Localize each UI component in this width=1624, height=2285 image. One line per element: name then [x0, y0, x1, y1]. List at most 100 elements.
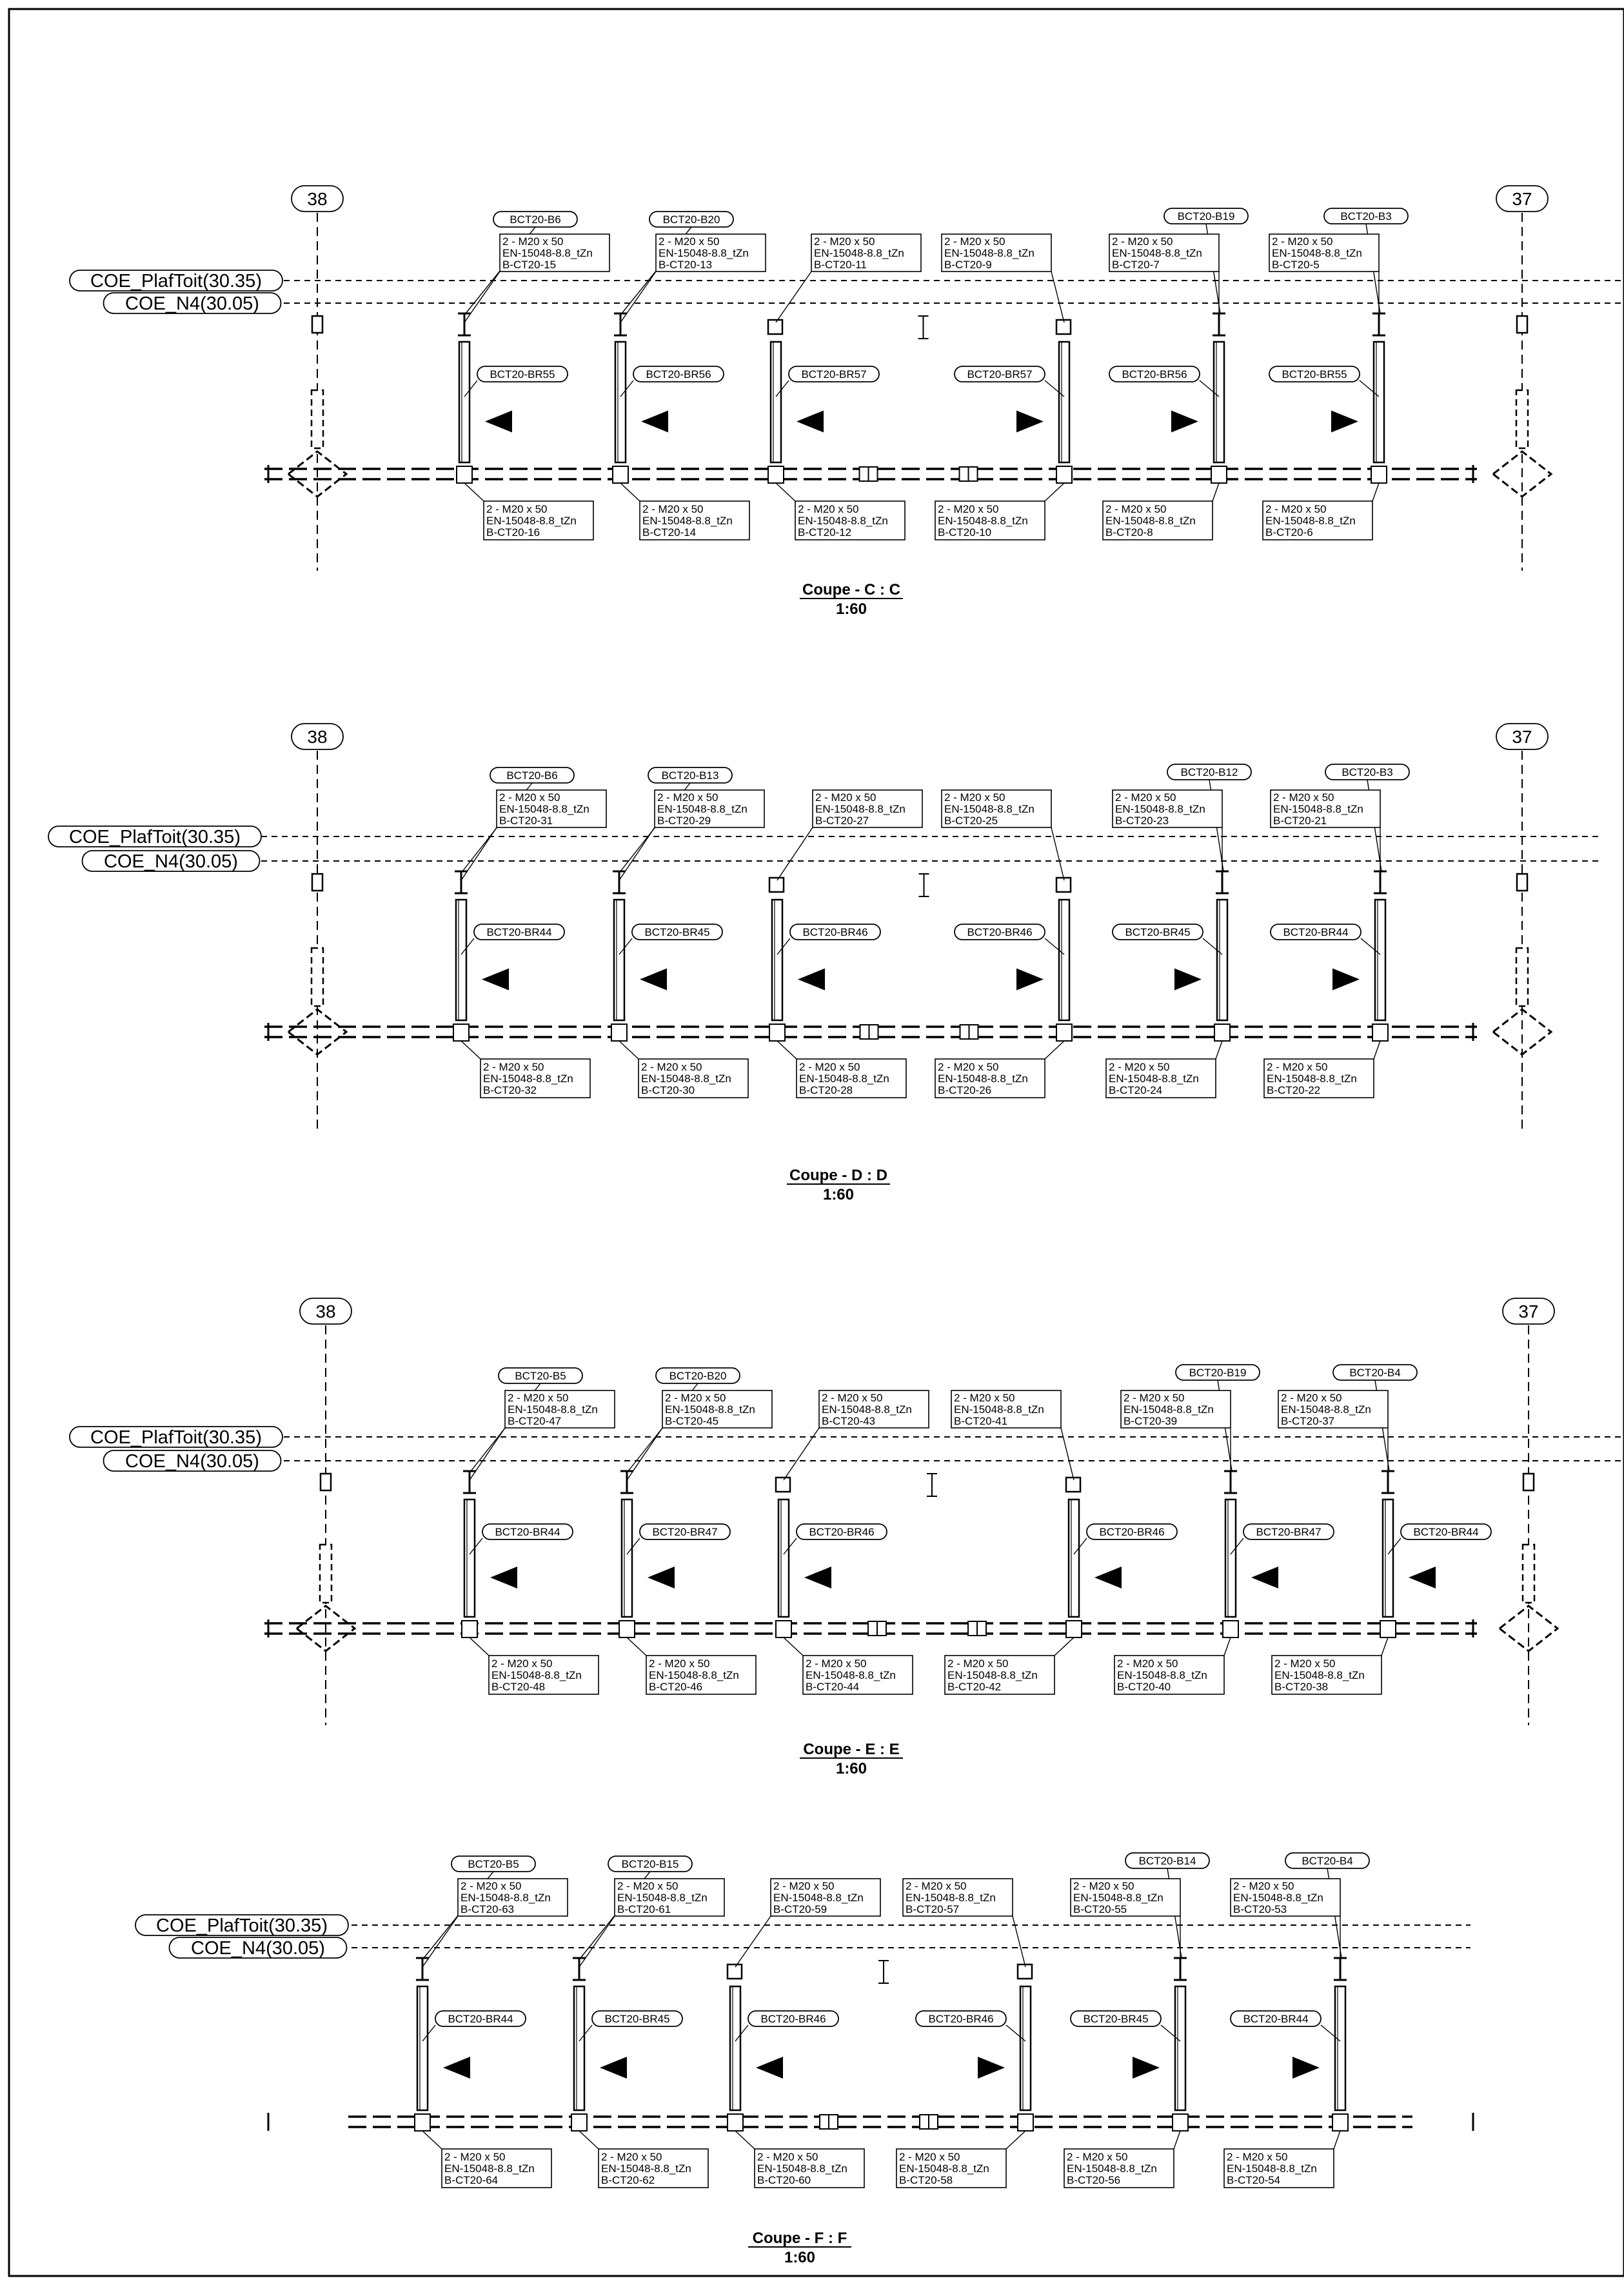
brace-label: BCT20-BR44 [1230, 2010, 1322, 2027]
top-bolt-line-2: EN-15048-8.8_tZn [499, 803, 589, 815]
bottom-bolt-leader [464, 482, 484, 502]
bottom-bolt-line-1: 2 - M20 x 50 [938, 1061, 999, 1073]
top-connector-plate [1016, 1963, 1033, 1980]
brace-leader [626, 1538, 640, 1555]
bottom-bolt-leader [579, 2130, 599, 2150]
top-connector-plate [775, 1476, 791, 1493]
top-bolt-line-2: EN-15048-8.8_tZn [665, 1403, 755, 1416]
beam-label-text: BCT20-B19 [1189, 1367, 1247, 1379]
top-bolt-leader [464, 271, 500, 323]
brace-label-text: BCT20-BR44 [486, 926, 551, 938]
top-bolt-leader [579, 1915, 615, 1968]
bottom-bolt-line-1: 2 - M20 x 50 [1109, 1061, 1170, 1073]
bottom-bolt-line-2: EN-15048-8.8_tZn [641, 1073, 731, 1085]
brace-label-text: BCT20-BR45 [1083, 2013, 1148, 2025]
brace-label-text: BCT20-BR45 [1125, 926, 1190, 938]
top-bolt-line-3: B-CT20-23 [1115, 815, 1169, 827]
bottom-bolt-box [483, 500, 594, 540]
bottom-bolt-line-1: 2 - M20 x 50 [1117, 1657, 1178, 1670]
top-bolt-box [941, 789, 1052, 828]
beam-label-text: BCT20-B6 [506, 769, 557, 782]
bottom-bolt-leader [1381, 1637, 1389, 1656]
bottom-bolt-line-2: EN-15048-8.8_tZn [491, 1669, 582, 1681]
bottom-bolt-line-3: B-CT20-38 [1274, 1681, 1328, 1693]
top-bolt-box [1269, 233, 1380, 272]
grid-column-38-node [286, 450, 348, 498]
level-tag-bottom-text: COE_N4(30.05) [125, 1451, 259, 1472]
top-bolt-line-3: B-CT20-45 [665, 1415, 718, 1427]
bottom-bolt-leader [1223, 1637, 1231, 1656]
top-bolt-line-3: B-CT20-57 [906, 1903, 959, 1915]
grid-column-37-shaft [1515, 947, 1529, 1007]
bottom-bolt-line-1: 2 - M20 x 50 [1105, 503, 1167, 515]
brace-leader [735, 2024, 749, 2042]
grid-column-37-shaft [1515, 389, 1529, 450]
brace-label-text: BCT20-BR46 [1099, 1526, 1164, 1538]
grid-bubble-38-outline [299, 1298, 352, 1325]
brace-label: BCT20-BR46 [748, 2010, 839, 2027]
beam-label-text: BCT20-B19 [1178, 210, 1235, 223]
beam-label-text: BCT20-B6 [510, 213, 560, 226]
beam-label-text: BCT20-B13 [662, 769, 719, 782]
bottom-connector [571, 2113, 588, 2132]
brace-label-outline [633, 366, 724, 382]
grid-column-38-shaft [319, 1543, 333, 1604]
bottom-connector [1372, 1024, 1389, 1042]
brace-label: BCT20-BR57 [788, 366, 880, 382]
beam-label-text: BCT20-B14 [1139, 1855, 1196, 1867]
brace-label-text: BCT20-BR44 [448, 2013, 513, 2025]
top-bolt-line-3: B-CT20-43 [822, 1415, 875, 1427]
level-tag-bottom-text: COE_N4(30.05) [191, 1938, 325, 1959]
brace-label-outline [954, 366, 1045, 382]
top-connector-plate [768, 876, 785, 893]
brace-leader [1160, 2024, 1181, 2042]
bottom-bolt-line-3: B-CT20-24 [1109, 1084, 1162, 1096]
level-tag-top: COE_PlafToit(30.35) [69, 1426, 283, 1448]
force-arrow-left [482, 968, 509, 991]
top-bolt-line-1: 2 - M20 x 50 [954, 1392, 1015, 1404]
bottom-bolt-line-3: B-CT20-60 [757, 2174, 811, 2186]
top-bolt-line-1: 2 - M20 x 50 [1073, 1880, 1134, 1892]
brace-label-text: BCT20-BR47 [1256, 1526, 1321, 1538]
bottom-bolt-line-1: 2 - M20 x 50 [649, 1657, 710, 1670]
bottom-bolt-leader [1333, 2130, 1341, 2150]
top-bolt-line-1: 2 - M20 x 50 [773, 1880, 835, 1892]
bottom-connector [612, 466, 629, 484]
level-tag-bottom-text: COE_N4(30.05) [104, 851, 238, 872]
bottom-bolt-line-2: EN-15048-8.8_tZn [483, 1073, 573, 1085]
bottom-bolt-line-2: EN-15048-8.8_tZn [601, 2162, 691, 2175]
brace-leader [460, 938, 475, 955]
beam-label: BCT20-B14 [1125, 1852, 1210, 1869]
top-bolt-box [654, 789, 765, 828]
top-connector-plate [1055, 319, 1072, 335]
grid-bubble-38-text: 38 [307, 189, 327, 209]
top-bolt-line-2: EN-15048-8.8_tZn [657, 803, 748, 815]
bottom-bolt-line-3: B-CT20-48 [491, 1681, 545, 1693]
top-bolt-line-2: EN-15048-8.8_tZn [954, 1403, 1044, 1416]
brace-label-outline [473, 924, 565, 940]
brace-label: BCT20-BR45 [1112, 924, 1203, 940]
bottom-connector [1056, 466, 1073, 484]
brace-label-outline [477, 366, 568, 382]
brace-member [769, 341, 782, 464]
bottom-bolt-line-3: B-CT20-10 [938, 526, 991, 539]
brace-leader [777, 938, 791, 955]
brace-leader [620, 380, 634, 397]
section-title: Coupe - D : D [789, 1167, 887, 1184]
bottom-connector [1056, 1024, 1073, 1042]
brace-label-outline [1270, 924, 1362, 940]
force-arrow-right [1133, 2057, 1160, 2079]
force-arrow-left [798, 968, 825, 991]
beam-label: BCT20-B20 [655, 1367, 740, 1384]
top-bolt-line-2: EN-15048-8.8_tZn [944, 247, 1035, 259]
beam-label: BCT20-B19 [1164, 208, 1249, 224]
beam-label: BCT20-B19 [1175, 1364, 1260, 1381]
grid-column-37-node [1491, 450, 1553, 498]
top-bolt-leader [626, 1427, 663, 1481]
